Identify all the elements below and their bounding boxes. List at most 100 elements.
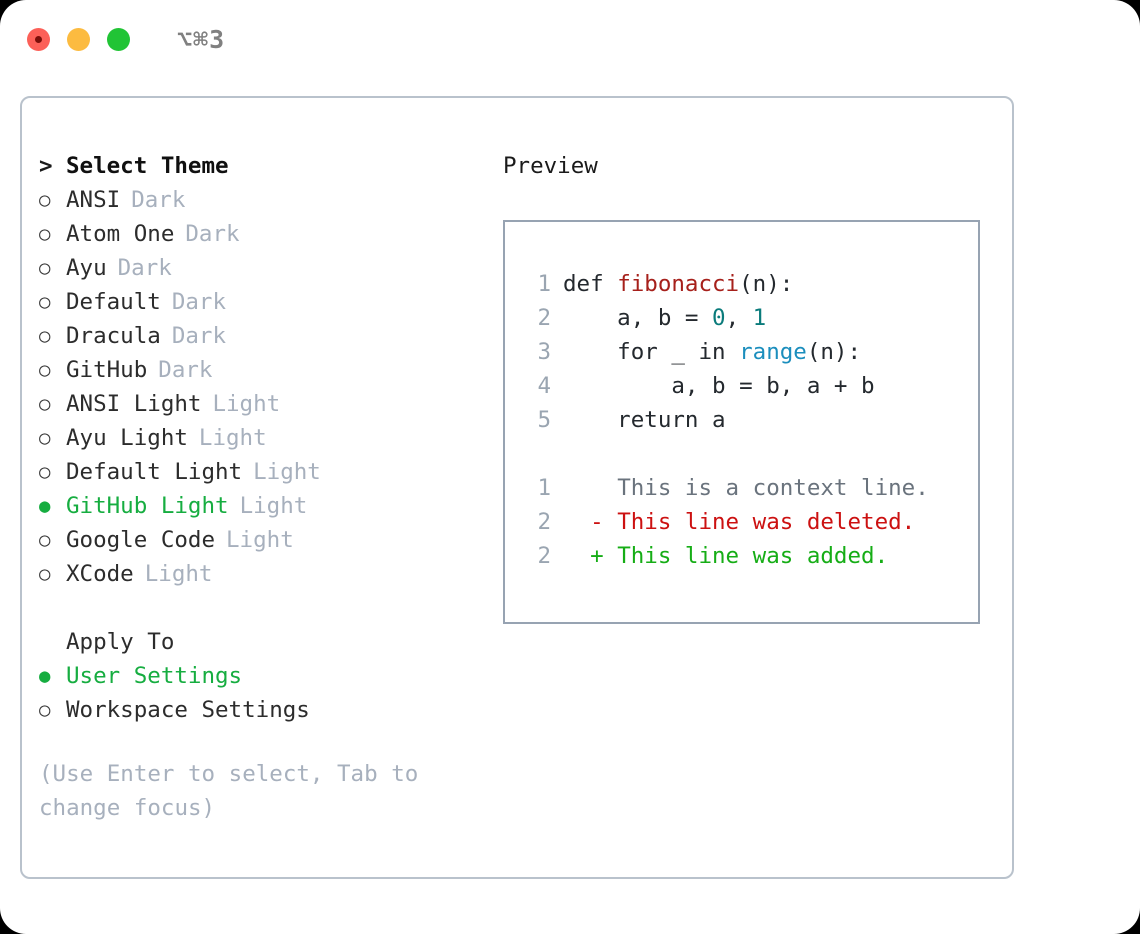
keyboard-shortcut-label: ⌥⌘3 <box>177 24 226 54</box>
code-diff-gap <box>522 437 978 471</box>
theme-name: Ayu <box>66 255 107 281</box>
theme-name: GitHub Light <box>66 493 229 519</box>
page-title: Select Theme <box>66 153 229 179</box>
diff-line: 1 This is a context line. <box>522 471 978 505</box>
code-line: 5 return a <box>522 403 978 437</box>
theme-category-tag: Light <box>212 391 281 417</box>
radio-unselected-icon: ○ <box>39 359 51 381</box>
radio-selected-icon: ● <box>39 665 51 687</box>
diff-line-number: 2 <box>537 543 551 569</box>
theme-name: Default <box>66 289 161 315</box>
radio-unselected-icon: ○ <box>39 563 51 585</box>
code-line: 2 a, b = 0, 1 <box>522 301 978 335</box>
theme-category-tag: Light <box>253 459 321 485</box>
diff-marker: - <box>563 509 618 535</box>
maximize-button[interactable] <box>107 27 130 51</box>
caret-icon: > <box>39 153 53 179</box>
code-line-text: a, b = 0, 1 <box>563 301 766 335</box>
diff-line-text: This line was added. <box>617 543 889 569</box>
code-line-number: 1 <box>537 271 551 297</box>
theme-category-tag: Light <box>144 561 213 587</box>
apply-to-option[interactable]: ● User Settings <box>39 659 499 693</box>
apply-to-option-label: User Settings <box>66 663 243 689</box>
diff-line: 2 - This line was deleted. <box>522 505 978 539</box>
theme-name: Atom One <box>66 221 175 247</box>
select-theme-header: > Select Theme <box>39 149 499 183</box>
diff-marker: + <box>563 543 618 569</box>
code-token-plain: a, b = <box>563 305 713 331</box>
code-line: 3 for _ in range(n): <box>522 335 978 369</box>
close-button[interactable] <box>27 27 50 51</box>
apply-to-option[interactable]: ○Workspace Settings <box>39 693 499 727</box>
code-line-text: def fibonacci(n): <box>563 267 793 301</box>
diff-line-text: This is a context line. <box>617 475 929 501</box>
theme-list-item[interactable]: ○ XCode Light <box>39 557 499 591</box>
theme-list-item[interactable]: ○ Atom One Dark <box>39 217 499 251</box>
code-line: 4 a, b = b, a + b <box>522 369 978 403</box>
code-token-plain: , <box>725 305 753 331</box>
theme-category-tag: Dark <box>185 221 240 247</box>
theme-category-tag: Dark <box>158 357 213 383</box>
code-token-plain: def <box>563 271 618 297</box>
theme-name: GitHub <box>66 357 148 383</box>
theme-name: ANSI <box>66 187 121 213</box>
radio-unselected-icon: ○ <box>39 529 51 551</box>
theme-category-tag: Light <box>226 527 294 553</box>
diff-sample: 1 This is a context line.2 - This line w… <box>522 471 978 573</box>
keyboard-hint-text: (Use Enter to select, Tab to change focu… <box>39 761 432 821</box>
code-line-number: 2 <box>537 305 551 331</box>
theme-category-tag: Light <box>198 425 267 451</box>
preview-title: Preview <box>503 153 598 179</box>
theme-list-item[interactable]: ○ GitHub Dark <box>39 353 499 387</box>
code-line-number: 3 <box>537 339 551 365</box>
radio-unselected-icon: ○ <box>39 699 51 721</box>
code-token-plain: for _ in <box>563 339 740 365</box>
code-token-num: 0 <box>712 305 726 331</box>
diff-line-number: 1 <box>537 475 551 501</box>
theme-name: Ayu Light <box>66 425 188 451</box>
apply-to-label: Apply To <box>66 629 175 655</box>
list-spacer <box>39 591 499 625</box>
theme-list-item[interactable]: ○ Default Light Light <box>39 455 499 489</box>
code-line-number: 5 <box>537 407 551 433</box>
minimize-button[interactable] <box>67 27 90 51</box>
theme-name: XCode <box>66 561 134 587</box>
theme-category-tag: Dark <box>117 255 172 281</box>
radio-unselected-icon: ○ <box>39 189 51 211</box>
theme-name: Google Code <box>66 527 216 553</box>
code-line-text: a, b = b, a + b <box>563 369 875 403</box>
code-token-builtin: range <box>739 339 807 365</box>
radio-unselected-icon: ○ <box>39 223 51 245</box>
theme-list-item[interactable]: ○ Google Code Light <box>39 523 499 557</box>
code-line-number: 4 <box>537 373 551 399</box>
theme-category-tag: Dark <box>131 187 186 213</box>
code-token-plain: (n): <box>739 271 794 297</box>
radio-unselected-icon: ○ <box>39 461 51 483</box>
code-line-text: for _ in range(n): <box>563 335 861 369</box>
diff-line-text: This line was deleted. <box>617 509 916 535</box>
code-token-plain: return a <box>563 407 726 433</box>
diff-marker <box>563 471 617 505</box>
title-bar: ⌥⌘3 <box>0 0 1140 78</box>
radio-unselected-icon: ○ <box>39 291 51 313</box>
apply-to-list: ● User Settings ○Workspace Settings <box>39 659 499 727</box>
theme-list-item[interactable]: ○ ANSI Dark <box>39 183 499 217</box>
code-token-plain: (n): <box>806 339 862 365</box>
theme-category-tag: Light <box>239 493 308 519</box>
theme-category-tag: Dark <box>171 323 227 349</box>
code-token-plain: a, b = b, a + b <box>563 373 875 399</box>
theme-name: Default Light <box>66 459 243 485</box>
diff-line-number: 2 <box>537 509 551 535</box>
